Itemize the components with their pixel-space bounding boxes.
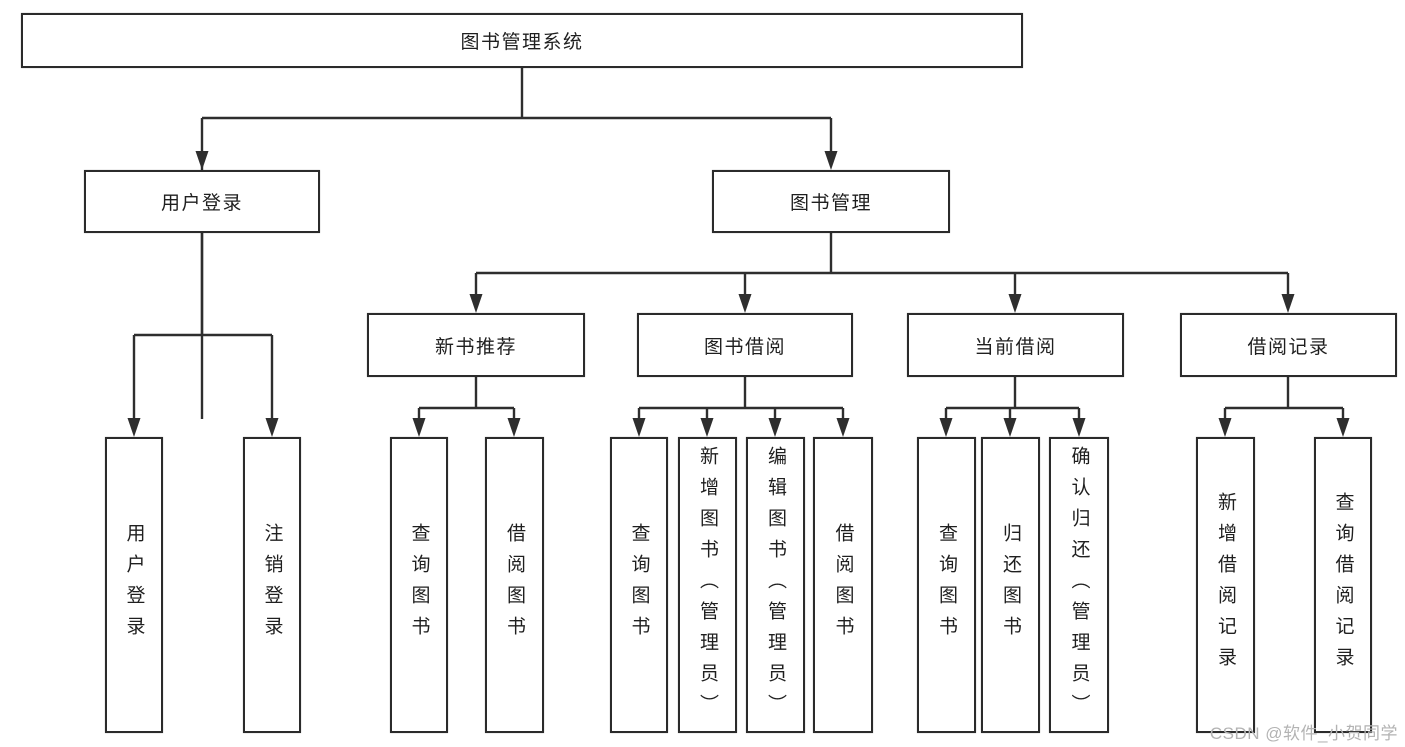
leaf-borrow-books-newbook: 借阅图书 xyxy=(485,437,544,733)
arrow-to-book-borrow xyxy=(738,294,752,313)
leaf-label: 注销登录 xyxy=(261,523,283,647)
arrow-leaf-6 xyxy=(700,418,714,437)
leaf-label: 借阅图书 xyxy=(832,523,854,647)
leaf-return-books: 归还图书 xyxy=(981,437,1040,733)
edge-userlogin-leaves xyxy=(132,233,274,419)
csdn-watermark: CSDN @软件_小贺同学 xyxy=(1209,724,1398,743)
node-book-borrowing: 图书借阅 xyxy=(637,313,853,377)
node-current-borrowing: 当前借阅 xyxy=(907,313,1124,377)
edge-newbook-leaves xyxy=(417,377,516,419)
edge-mgmt-level3 xyxy=(474,233,1290,295)
leaf-edit-books-admin: 编辑图书（管理员） xyxy=(746,437,805,733)
arrow-leaf-5 xyxy=(632,418,646,437)
arrow-leaf-11 xyxy=(1072,418,1086,437)
arrow-leaf-10 xyxy=(1003,418,1017,437)
leaf-borrow-books: 借阅图书 xyxy=(813,437,873,733)
node-book-management: 图书管理 xyxy=(712,170,950,233)
leaf-confirm-return-admin: 确认归还（管理员） xyxy=(1049,437,1109,733)
leaf-add-books-admin: 新增图书（管理员） xyxy=(678,437,737,733)
leaf-label: 确认归还（管理员） xyxy=(1068,445,1090,725)
leaf-label: 查询图书 xyxy=(936,523,957,647)
edge-current-leaves xyxy=(944,377,1081,419)
leaf-label: 查询图书 xyxy=(628,523,650,647)
leaf-add-borrow-record: 新增借阅记录 xyxy=(1196,437,1255,733)
arrowheads xyxy=(127,151,1350,437)
leaf-label: 编辑图书（管理员） xyxy=(765,445,786,725)
arrow-leaf-13 xyxy=(1336,418,1350,437)
arrow-leaf-3 xyxy=(412,418,426,437)
node-root: 图书管理系统 xyxy=(21,13,1023,68)
edge-records-leaves xyxy=(1223,377,1345,419)
leaf-label: 归还图书 xyxy=(1000,523,1021,647)
arrow-to-user-login xyxy=(195,151,209,170)
arrow-leaf-2 xyxy=(265,418,279,437)
arrow-leaf-7 xyxy=(768,418,782,437)
leaf-label: 新增借阅记录 xyxy=(1215,492,1236,678)
leaf-label: 借阅图书 xyxy=(504,523,525,647)
edge-root-level2 xyxy=(200,68,833,419)
arrow-leaf-1 xyxy=(127,418,141,437)
tree-edges xyxy=(132,68,1345,419)
arrow-leaf-8 xyxy=(836,418,850,437)
arrow-to-borrow-records xyxy=(1281,294,1295,313)
arrow-to-current-borrow xyxy=(1008,294,1022,313)
node-borrowing-records: 借阅记录 xyxy=(1180,313,1397,377)
leaf-query-books-newbook: 查询图书 xyxy=(390,437,448,733)
arrow-leaf-9 xyxy=(939,418,953,437)
leaf-label: 新增图书（管理员） xyxy=(697,445,718,725)
leaf-label: 查询借阅记录 xyxy=(1332,492,1354,678)
arrow-to-new-book-rec xyxy=(469,294,483,313)
edge-borrow-leaves xyxy=(637,377,845,419)
arrow-leaf-12 xyxy=(1218,418,1232,437)
arrow-leaf-4 xyxy=(507,418,521,437)
leaf-query-books-current: 查询图书 xyxy=(917,437,976,733)
node-new-book-recommendation: 新书推荐 xyxy=(367,313,585,377)
leaf-label: 用户登录 xyxy=(123,523,145,647)
leaf-user-login: 用户登录 xyxy=(105,437,163,733)
leaf-query-books-borrow: 查询图书 xyxy=(610,437,668,733)
leaf-query-borrow-record: 查询借阅记录 xyxy=(1314,437,1372,733)
leaf-logout: 注销登录 xyxy=(243,437,301,733)
leaf-label: 查询图书 xyxy=(408,523,430,647)
arrow-to-book-mgmt xyxy=(824,151,838,170)
node-user-login: 用户登录 xyxy=(84,170,320,233)
